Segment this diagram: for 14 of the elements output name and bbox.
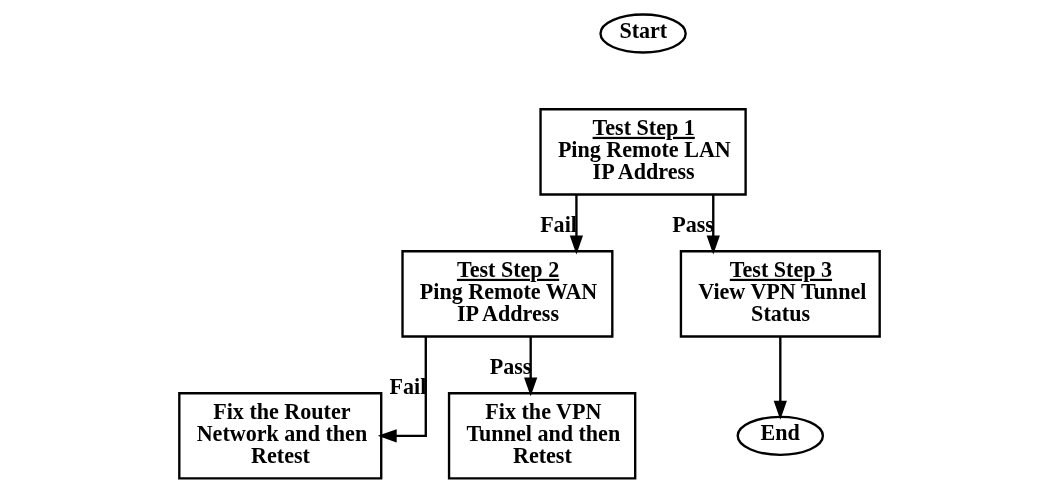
arrow [569,194,584,255]
node-box: Test Step 2 Ping Remote WAN IP Address [401,250,614,338]
node-box: Fix the Router Network and then Retest [178,392,383,480]
node-ellipse: End [736,415,825,456]
node-box: Test Step 1 Ping Remote LAN IP Address [539,108,747,196]
arrow [773,336,787,420]
edge-label: Pass [489,353,532,379]
node-box: Fix the VPN Tunnel and then Retest [447,392,637,480]
arrow [377,336,427,443]
node-ellipse: Start [599,13,687,54]
node-box: Test Step 3 View VPN Tunnel Status [679,250,881,338]
arrow [524,336,538,397]
arrow [706,194,720,255]
edge-label: Fail [389,373,427,399]
